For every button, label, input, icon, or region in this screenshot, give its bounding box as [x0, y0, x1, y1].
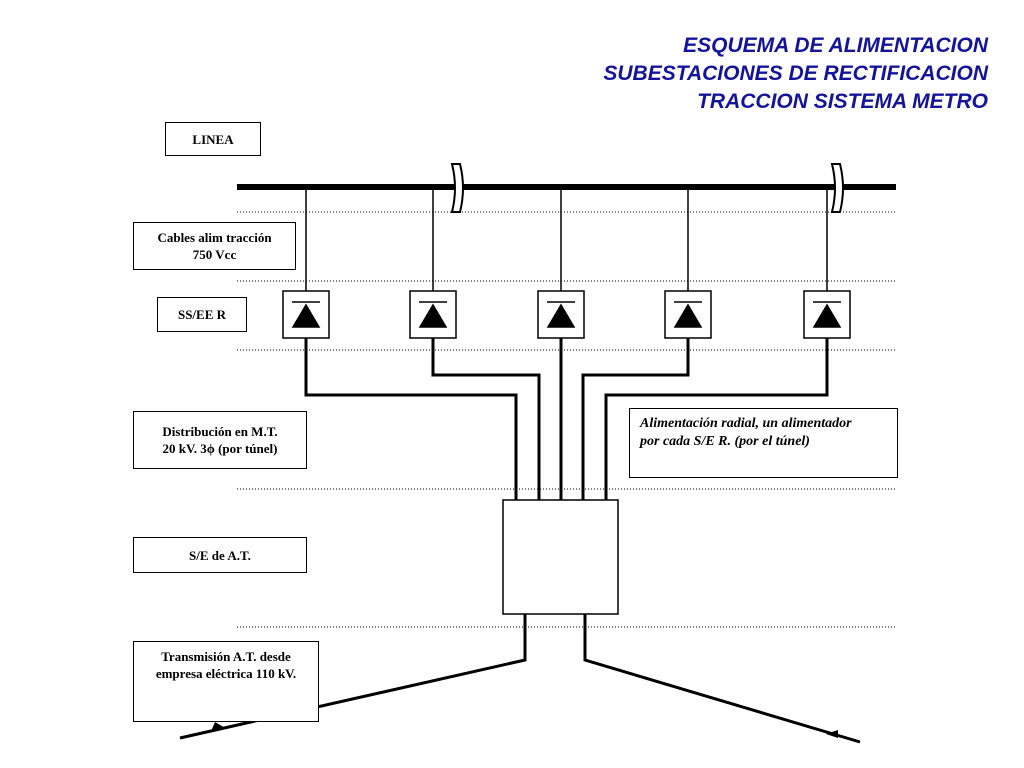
diode-icon — [291, 303, 321, 328]
label-transmision: Transmisión A.T. desde empresa eléctrica… — [133, 641, 319, 722]
rectifier-unit — [537, 290, 585, 339]
mv-distribution-feeders — [304, 338, 829, 500]
diode-icon — [418, 303, 448, 328]
label-se-at: S/E de A.T. — [133, 537, 307, 573]
label-se-at-text: S/E de A.T. — [189, 547, 251, 563]
level-separators — [237, 211, 896, 628]
diagram-title: ESQUEMA DE ALIMENTACION SUBESTACIONES DE… — [603, 32, 988, 116]
note-line-2: por cada S/E R. (por el túnel) — [640, 434, 810, 449]
rectifier-unit — [803, 290, 851, 339]
radial-feed-note: Alimentación radial, un alimentador por … — [629, 408, 898, 478]
mv-feeder — [431, 338, 541, 500]
rectifier-substations — [282, 290, 851, 339]
label-transmision-line-2: empresa eléctrica 110 kV. — [155, 666, 297, 681]
hv-line-right — [583, 614, 861, 744]
title-line-1: ESQUEMA DE ALIMENTACION — [683, 34, 988, 57]
label-ssee-text: SS/EE R — [177, 307, 227, 322]
mv-feeder — [304, 338, 518, 500]
diode-icon — [546, 303, 576, 328]
label-cables-line-1: Cables alim tracción — [157, 230, 272, 245]
label-distribucion-line-1: Distribución en M.T. — [162, 424, 278, 439]
diode-icon — [673, 303, 703, 328]
traction-feeders — [305, 190, 828, 291]
arrow-icon — [826, 730, 838, 738]
line-break-marks — [450, 163, 844, 213]
hv-substation — [502, 499, 619, 615]
label-transmision-line-1: Transmisión A.T. desde — [161, 649, 291, 664]
break-mark — [450, 163, 464, 213]
label-distribucion-line-2: 20 kV. 3ϕ (por túnel) — [162, 441, 278, 456]
label-ssee: SS/EE R — [157, 297, 247, 332]
mv-feeder — [604, 338, 829, 500]
rectifier-unit — [409, 290, 457, 339]
break-mark — [830, 163, 844, 213]
diode-icon — [812, 303, 842, 328]
mv-feeder — [581, 338, 690, 500]
arrow-icons — [212, 722, 838, 738]
title-line-2: SUBESTACIONES DE RECTIFICACION — [603, 62, 988, 85]
rectifier-unit — [282, 290, 330, 339]
label-cables: Cables alim tracción 750 Vcc — [133, 222, 296, 270]
note-line-1: Alimentación radial, un alimentador — [640, 416, 852, 431]
label-linea: LINEA — [165, 122, 261, 156]
title-line-3: TRACCION SISTEMA METRO — [697, 90, 988, 113]
label-distribucion: Distribución en M.T. 20 kV. 3ϕ (por túne… — [133, 411, 307, 469]
rectifier-unit — [664, 290, 712, 339]
label-cables-line-2: 750 Vcc — [192, 247, 237, 262]
arrow-icon — [212, 722, 227, 729]
label-linea-text: LINEA — [192, 131, 234, 147]
